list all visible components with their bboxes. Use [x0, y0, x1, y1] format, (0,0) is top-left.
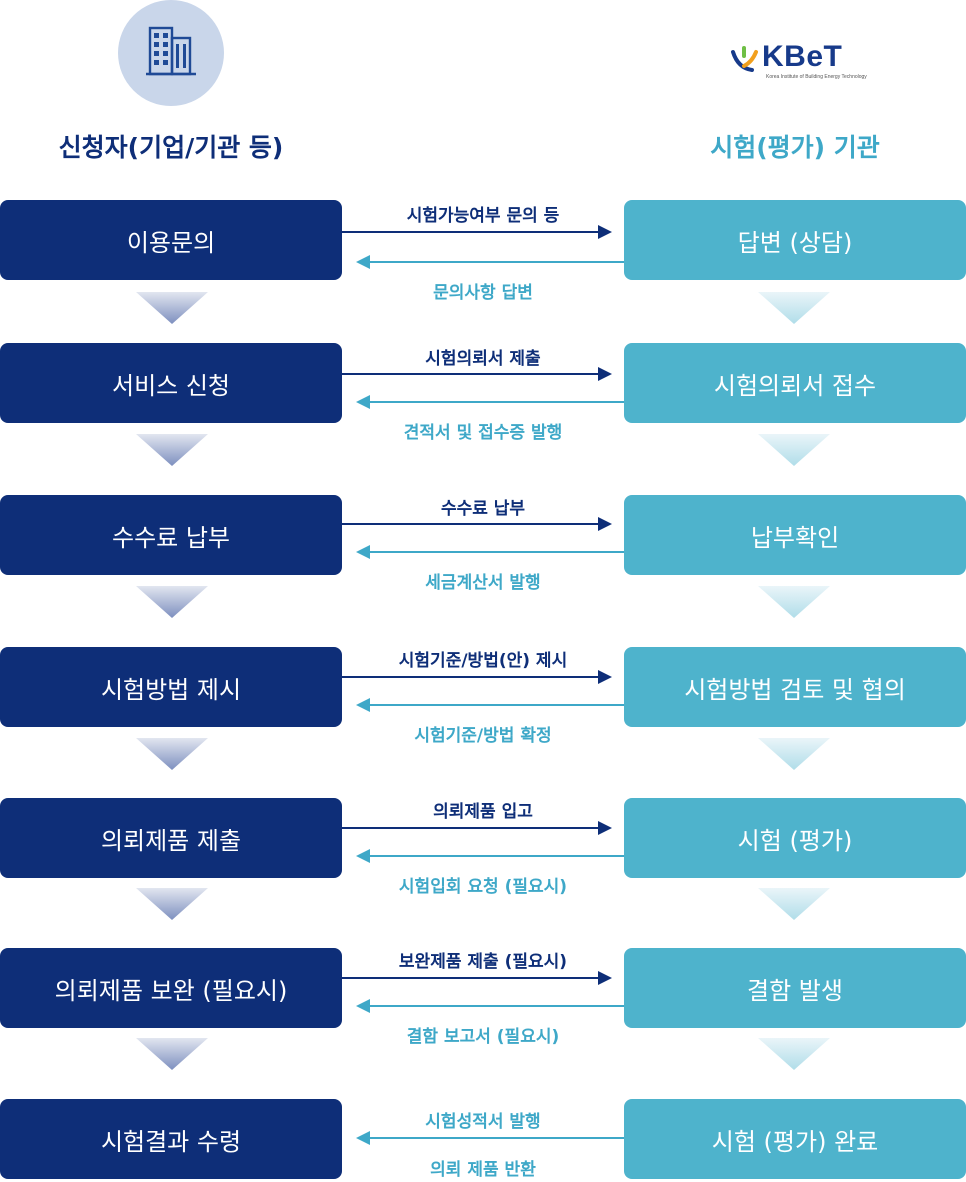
step-box-service-apply: 서비스 신청: [0, 343, 342, 423]
back-message: 문의사항 답변: [433, 283, 533, 303]
step-box-payment-confirm: 납부확인: [624, 495, 966, 575]
back-message: 세금계산서 발행: [425, 573, 541, 593]
step-box-test-method: 시험방법 제시: [0, 647, 342, 727]
forward-arrowhead: [598, 670, 612, 684]
down-chevron-left: [136, 292, 208, 324]
forward-arrowhead: [598, 225, 612, 239]
step-box-method-review: 시험방법 검토 및 협의: [624, 647, 966, 727]
back-arrowhead: [356, 545, 370, 559]
step-box-fee-payment: 수수료 납부: [0, 495, 342, 575]
forward-message: 시험기준/방법(안) 제시: [398, 651, 568, 671]
back-message: 시험입회 요청 (필요시): [398, 877, 568, 897]
back-message: 시험기준/방법 확정: [414, 726, 552, 746]
forward-message: 시험의뢰서 제출: [425, 349, 541, 369]
step-box-result-receipt: 시험결과 수령: [0, 1099, 342, 1179]
back-arrowhead: [356, 999, 370, 1013]
step-box-test-complete: 시험 (평가) 완료: [624, 1099, 966, 1179]
down-chevron-right: [758, 888, 830, 920]
step-box-defect: 결함 발생: [624, 948, 966, 1028]
step-box-product-submit: 의뢰제품 제출: [0, 798, 342, 878]
step-box-answer: 답변 (상담): [624, 200, 966, 280]
institution-title: 시험(평가) 기관: [710, 133, 880, 162]
down-chevron-right: [758, 292, 830, 324]
forward-arrowhead: [598, 821, 612, 835]
back-arrowhead: [356, 698, 370, 712]
step-box-request-receipt: 시험의뢰서 접수: [624, 343, 966, 423]
back-arrowhead: [356, 849, 370, 863]
back-message-top: 시험성적서 발행: [425, 1112, 541, 1132]
logo-text: KBeT: [762, 40, 843, 73]
forward-message: 의뢰제품 입고: [433, 802, 533, 822]
step-box-product-supplement: 의뢰제품 보완 (필요시): [0, 948, 342, 1028]
down-chevron-right: [758, 1038, 830, 1070]
step-box-testing: 시험 (평가): [624, 798, 966, 878]
forward-arrowhead: [598, 517, 612, 531]
down-chevron-right: [758, 586, 830, 618]
back-message-bottom: 의뢰 제품 반환: [430, 1160, 536, 1180]
forward-arrowhead: [598, 367, 612, 381]
back-arrowhead: [356, 395, 370, 409]
forward-arrowhead: [598, 971, 612, 985]
back-message: 견적서 및 접수증 발행: [403, 423, 563, 443]
down-chevron-left: [136, 738, 208, 770]
building-icon: [146, 26, 196, 76]
down-chevron-left: [136, 888, 208, 920]
back-arrowhead: [356, 1131, 370, 1145]
kbet-logo-mark-icon: [731, 46, 758, 72]
applicant-icon-circle: [118, 0, 224, 106]
down-chevron-left: [136, 586, 208, 618]
applicant-title: 신청자(기업/기관 등): [58, 133, 284, 162]
down-chevron-right: [758, 738, 830, 770]
forward-message: 시험가능여부 문의 등: [406, 206, 560, 226]
down-chevron-right: [758, 434, 830, 466]
down-chevron-left: [136, 1038, 208, 1070]
forward-message: 보완제품 제출 (필요시): [398, 952, 568, 972]
down-chevron-left: [136, 434, 208, 466]
back-message: 결함 보고서 (필요시): [406, 1027, 560, 1047]
back-arrowhead: [356, 255, 370, 269]
logo-subtitle: Korea Institute of Building Energy Techn…: [766, 74, 867, 80]
forward-message: 수수료 납부: [440, 499, 526, 519]
step-box-inquiry: 이용문의: [0, 200, 342, 280]
kbet-logo: KBeT Korea Institute of Building Energy …: [730, 40, 870, 84]
